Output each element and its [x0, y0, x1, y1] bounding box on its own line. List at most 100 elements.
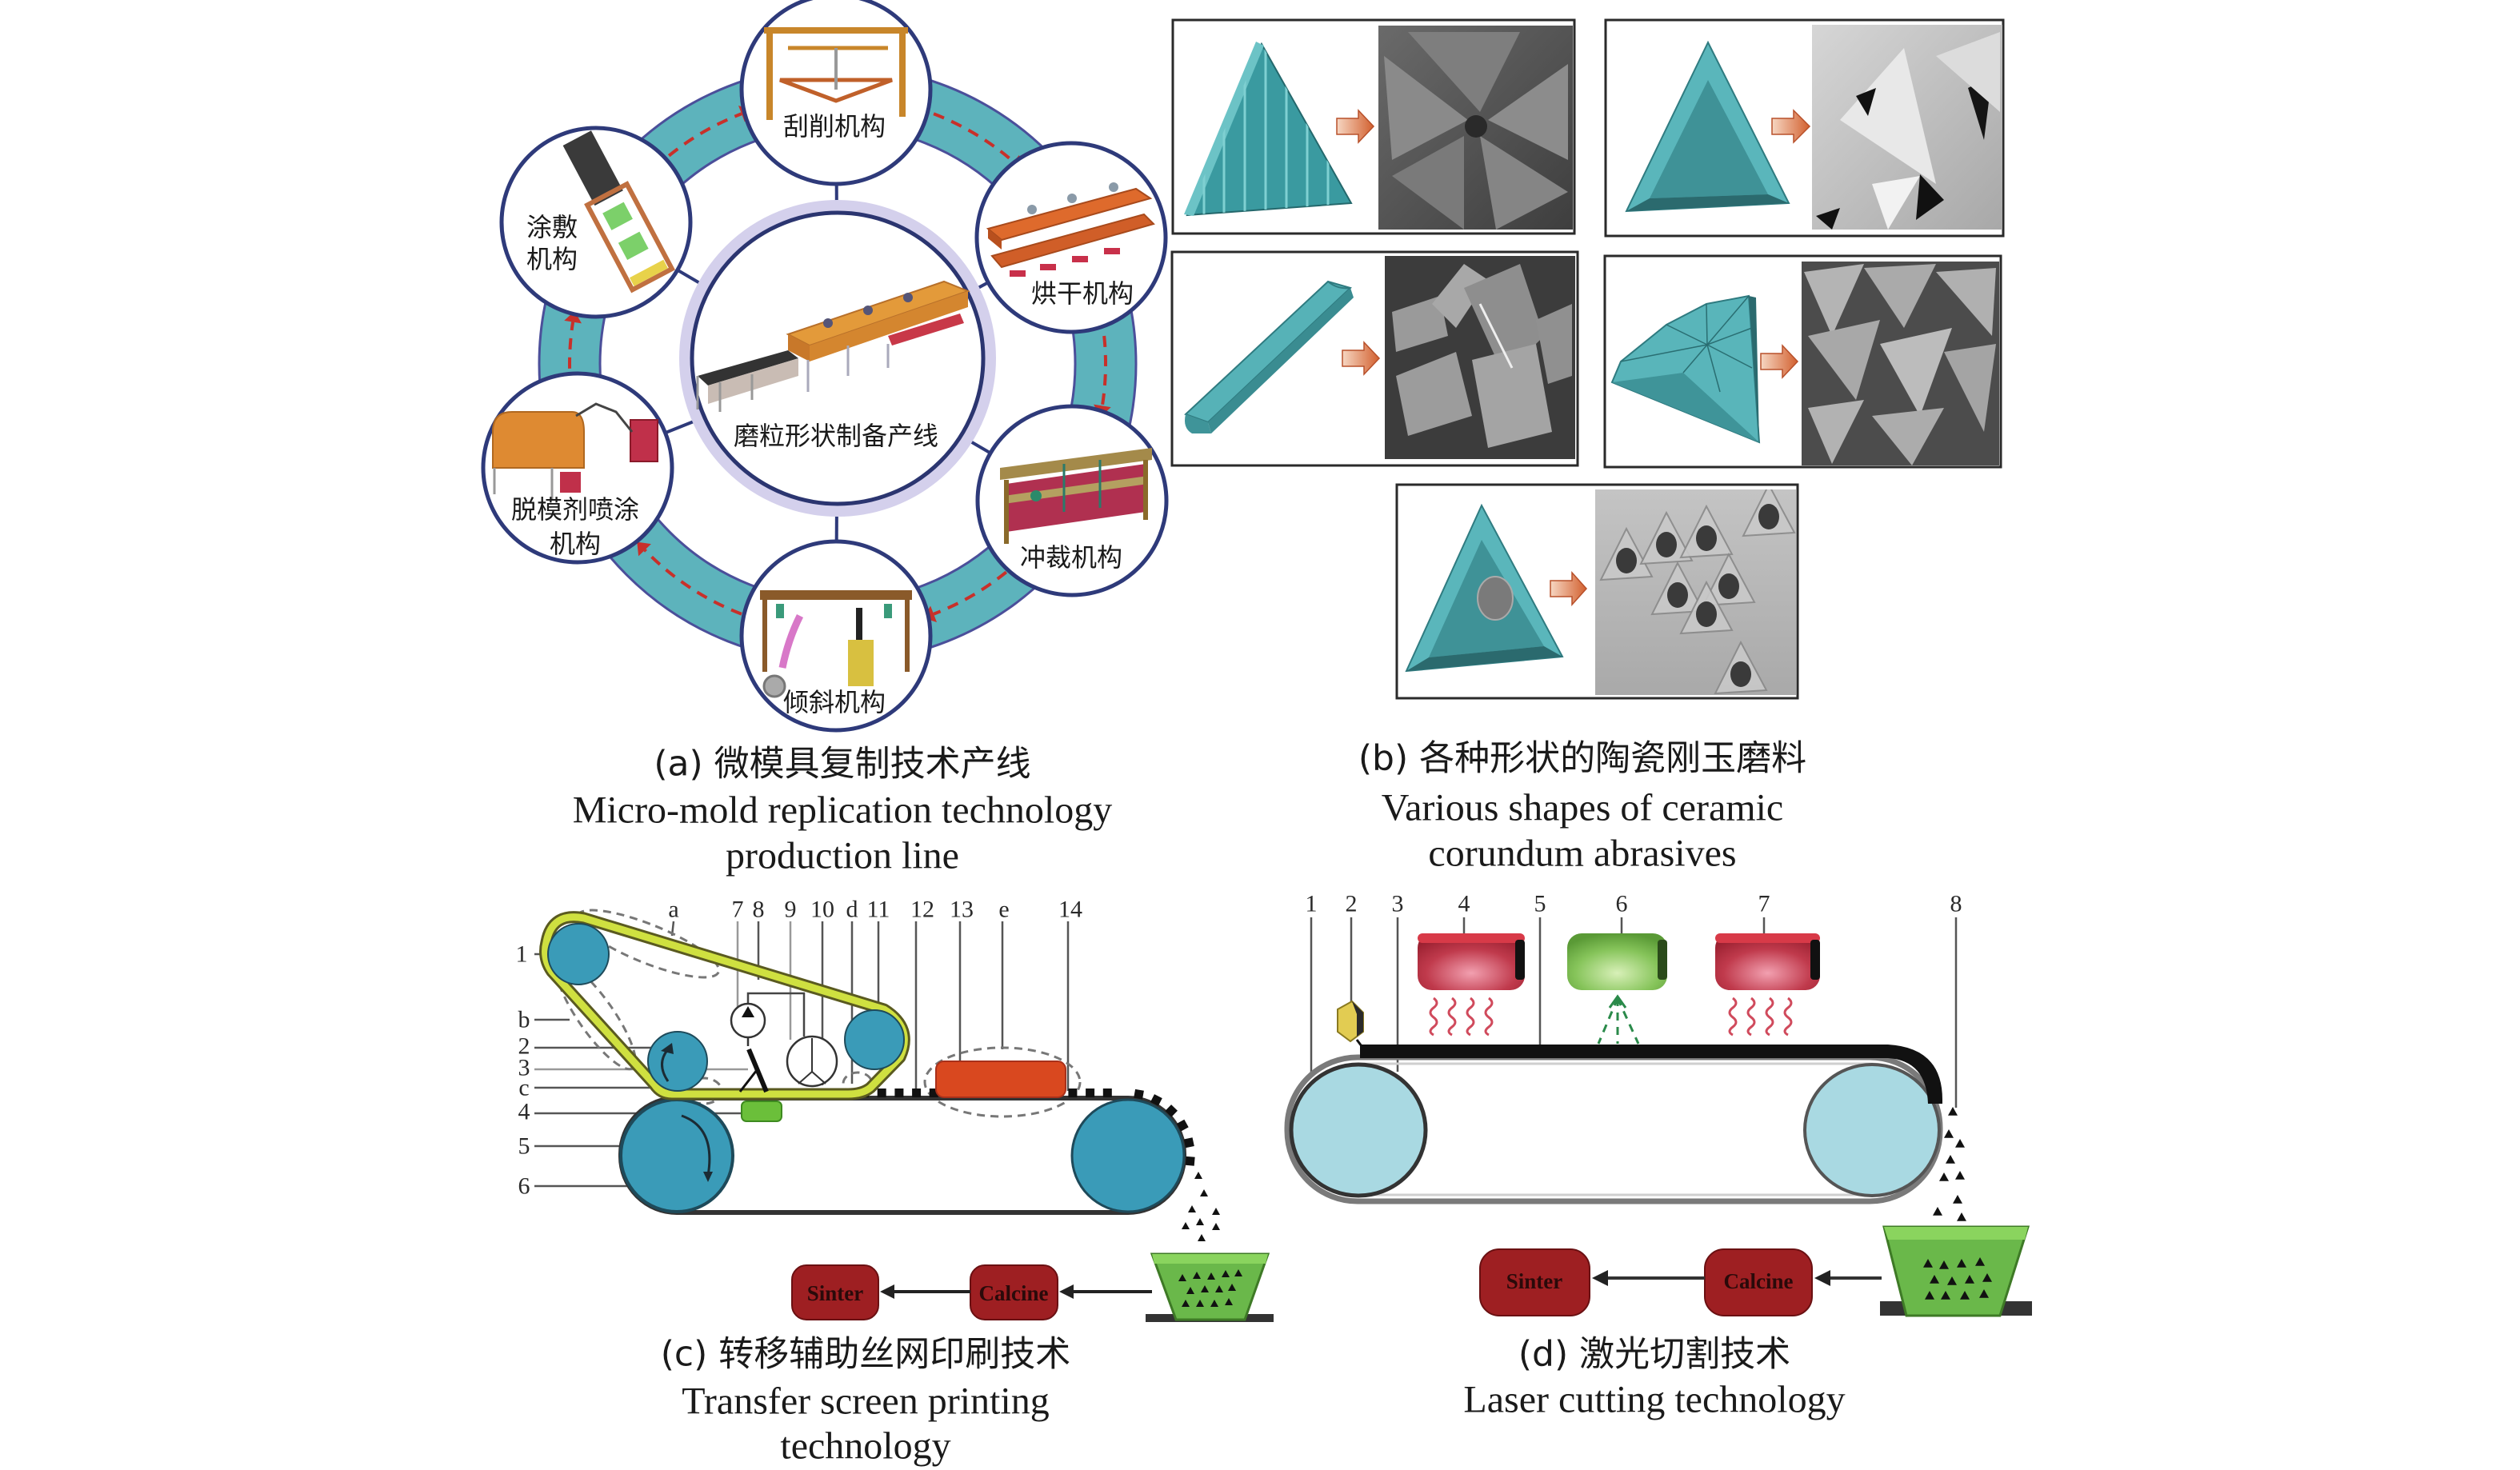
abrasive-particle	[1212, 1208, 1220, 1215]
coater-illustration	[562, 130, 675, 294]
black-left-arrow-icon	[880, 1284, 970, 1299]
abrasive-particle	[1960, 1291, 1970, 1300]
chain-cavity	[1134, 1089, 1144, 1100]
region-a-outline	[575, 909, 721, 979]
station-tilting-label: 倾斜机构	[783, 687, 886, 717]
label: 14	[1058, 897, 1082, 923]
label: 2	[1346, 891, 1358, 917]
black-left-arrow-icon	[1592, 1270, 1705, 1286]
heater-4	[1418, 933, 1525, 1037]
abrasive-particle	[1212, 1223, 1220, 1230]
calcine-label: Calcine	[979, 1281, 1049, 1305]
station-drying-label: 烘干机构	[1031, 278, 1134, 309]
chain-cavity	[1068, 1089, 1078, 1097]
abrasive-particle	[1939, 1260, 1949, 1269]
station-scraping: 刮削机构	[739, 0, 933, 186]
top-labels: a 7 8 9 10 d 11 12 13 e 14	[668, 897, 1082, 923]
sem-grain-hole	[1656, 532, 1677, 557]
sem-photo-holed	[1595, 489, 1796, 695]
abrasive-particle	[1957, 1259, 1966, 1268]
station-punching-label: 冲裁机构	[1020, 542, 1122, 573]
label: 5	[1534, 891, 1546, 917]
abrasive-particle	[1182, 1222, 1190, 1229]
orange-right-arrow-icon	[1771, 109, 1811, 144]
abrasive-particle	[1953, 1195, 1962, 1204]
dashed-red-arrow-icon	[637, 541, 651, 557]
laser-roller-right	[1803, 1063, 1941, 1197]
label: 6	[518, 1173, 530, 1200]
station-scraping-label: 刮削机构	[783, 111, 886, 142]
top-labels: 1 2 3 4 5 6 7 8	[1306, 891, 1962, 917]
heater-13	[935, 1061, 1066, 1098]
hopper-icon	[1146, 1252, 1274, 1322]
label: e	[998, 897, 1009, 923]
chain-cavity	[1165, 1104, 1178, 1117]
abrasive-particle	[1222, 1270, 1230, 1277]
label: 1	[1306, 891, 1318, 917]
sem-photo-bars	[1385, 256, 1575, 459]
heater-7	[1715, 933, 1820, 1037]
label: 1	[516, 941, 528, 968]
label: 7	[732, 897, 744, 923]
roller-1	[547, 923, 610, 985]
panel-a-caption-en-1: Micro-mold replication technology	[573, 789, 1112, 832]
abrasive-particle	[1925, 1291, 1934, 1300]
panel-c-caption-zh: (c) 转移辅助丝网印刷技术	[661, 1334, 1071, 1375]
panel-c-caption-en-2: technology	[780, 1425, 950, 1468]
chain-cavity	[929, 1089, 938, 1097]
label: 4	[518, 1099, 530, 1125]
flow-arrow-path	[568, 322, 575, 369]
abrasive-particle	[1941, 1291, 1950, 1300]
station-drying: 烘干机构	[974, 141, 1168, 334]
sprayer-illustration	[492, 402, 658, 500]
abrasive-item-beveled-triangle	[1604, 18, 2005, 238]
chain-cavity	[1086, 1089, 1095, 1097]
flow-arrow-path	[1100, 335, 1107, 406]
panel-d-caption-en-1: Laser cutting technology	[1463, 1379, 1845, 1421]
label: 6	[1616, 891, 1628, 917]
panel-b-caption-zh: (b) 各种形状的陶瓷刚玉磨料	[1358, 738, 1806, 779]
abrasive-particle	[1186, 1287, 1194, 1294]
label: 5	[518, 1133, 530, 1160]
chain-cavity	[1185, 1156, 1195, 1166]
panel-b-caption-en-1: Various shapes of ceramic	[1382, 787, 1783, 829]
label: 10	[810, 897, 834, 923]
flow-arrow-path	[933, 112, 1015, 163]
sem-photo-beveled	[1812, 25, 2002, 230]
station-tilting: 倾斜机构	[739, 539, 933, 733]
orange-right-arrow-icon	[1336, 109, 1375, 144]
sinter-box	[1479, 1248, 1590, 1316]
station-release-agent-spraying: 脱模剂喷涂 机构	[481, 371, 674, 565]
sem-photo-pyramids	[1802, 262, 1999, 465]
abrasive-particle	[1210, 1300, 1218, 1307]
feeder-2-icon	[1337, 1000, 1364, 1047]
sem-grain-hole	[1696, 525, 1717, 551]
abrasive-particle	[1947, 1276, 1957, 1285]
label: 11	[867, 897, 890, 923]
sem-grain-hole	[1718, 573, 1739, 599]
abrasive-particle	[1225, 1298, 1233, 1305]
chain-cavity	[877, 1089, 886, 1097]
punch-illustration	[1000, 448, 1152, 544]
sinter-box	[791, 1264, 879, 1320]
abrasive-particle	[1965, 1275, 1974, 1284]
transfer-belt	[542, 913, 908, 1098]
rotation-arrow-icon	[681, 1114, 711, 1176]
panel-a-caption-zh: (a) 微模具复制技术产线	[654, 744, 1030, 785]
pump-icon	[730, 992, 806, 1046]
panel-a: 磨粒形状制备产线 刮削机构 烘干	[481, 0, 1169, 877]
dashed-red-arrow-icon	[564, 310, 582, 324]
calcine-box	[1704, 1248, 1813, 1316]
panel-b: (b) 各种形状的陶瓷刚玉磨料 Various shapes of cerami…	[1170, 18, 2005, 875]
falling-abrasives	[1933, 1107, 1966, 1221]
abrasive-particle	[1178, 1274, 1186, 1281]
abrasive-particle	[1215, 1285, 1223, 1292]
label: 3	[518, 1055, 530, 1081]
abrasive-item-holed-triangle	[1395, 483, 1799, 700]
falling-abrasives	[1182, 1172, 1220, 1241]
panel-a-caption-en-2: production line	[726, 835, 959, 877]
chain-cavity	[1102, 1089, 1112, 1097]
sem-grain-hole	[1758, 504, 1779, 529]
label: c	[518, 1075, 529, 1101]
scraper-frame-illustration	[764, 27, 908, 120]
